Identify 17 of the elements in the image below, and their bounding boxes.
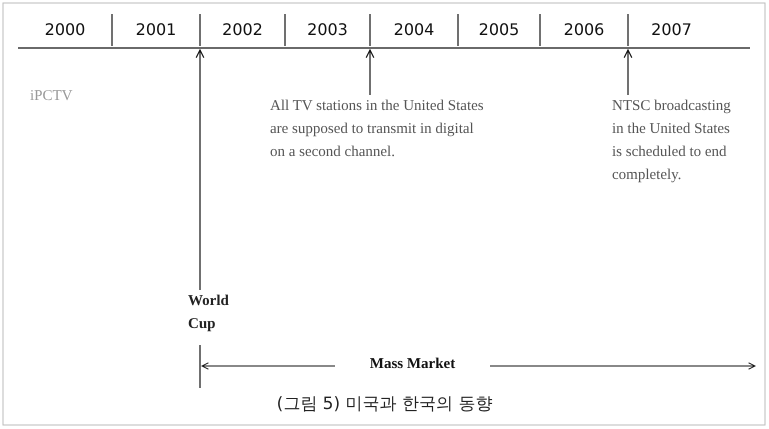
annotation-text: World Cup <box>188 290 254 336</box>
span-label: Mass Market <box>368 356 456 373</box>
annotation-text: NTSC broadcasting in the United States is scheduled to end completely. <box>612 95 742 187</box>
annotation-text: All TV stations in the United States are supposed to transmit in digital on a second channel. <box>270 95 490 164</box>
year-label: 2007 <box>650 20 693 39</box>
year-label: 2006 <box>562 20 606 39</box>
year-label: 2005 <box>478 20 520 39</box>
year-label: 2002 <box>221 20 264 39</box>
arrow <box>196 49 204 290</box>
arrow <box>624 49 632 95</box>
year-label: 2004 <box>392 20 436 39</box>
year-label: 2001 <box>134 20 178 39</box>
note-label: iPCTV <box>30 88 73 105</box>
year-label: 2003 <box>306 20 349 39</box>
arrow <box>366 49 374 95</box>
year-label: 2000 <box>44 20 86 39</box>
caption: (그림 5) 미국과 한국의 동향 <box>276 393 494 415</box>
